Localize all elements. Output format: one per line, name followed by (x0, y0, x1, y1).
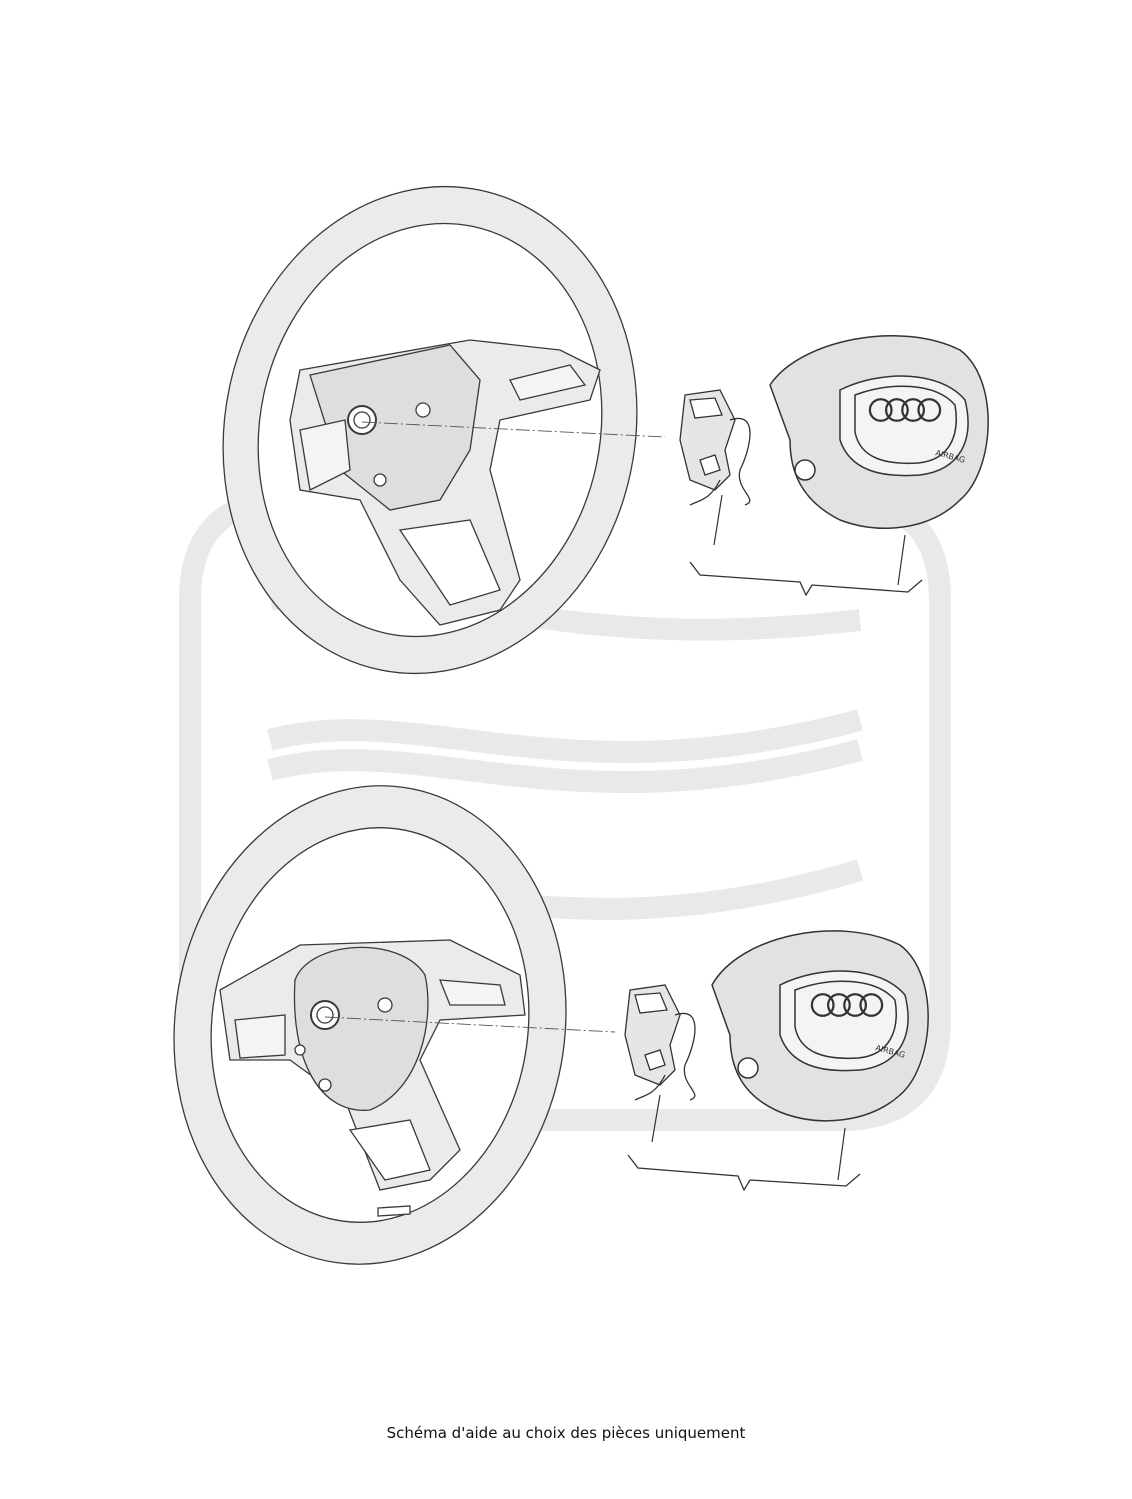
axis-line-bottom (324, 1016, 616, 1033)
clock-spring-top (679, 389, 751, 506)
clock-spring-bottom (624, 984, 696, 1101)
airbag-module-bottom: AIRBAG (711, 930, 929, 1122)
airbag-module-top: AIRBAG (769, 334, 989, 529)
steering-wheel-top (222, 185, 638, 675)
steering-wheel-bottom (173, 785, 567, 1265)
diagram-caption: Schéma d'aide au choix des pièces unique… (386, 1424, 746, 1442)
axis-line-top (361, 421, 666, 438)
bracket-top (689, 561, 923, 597)
bracket-bottom (627, 1154, 861, 1192)
